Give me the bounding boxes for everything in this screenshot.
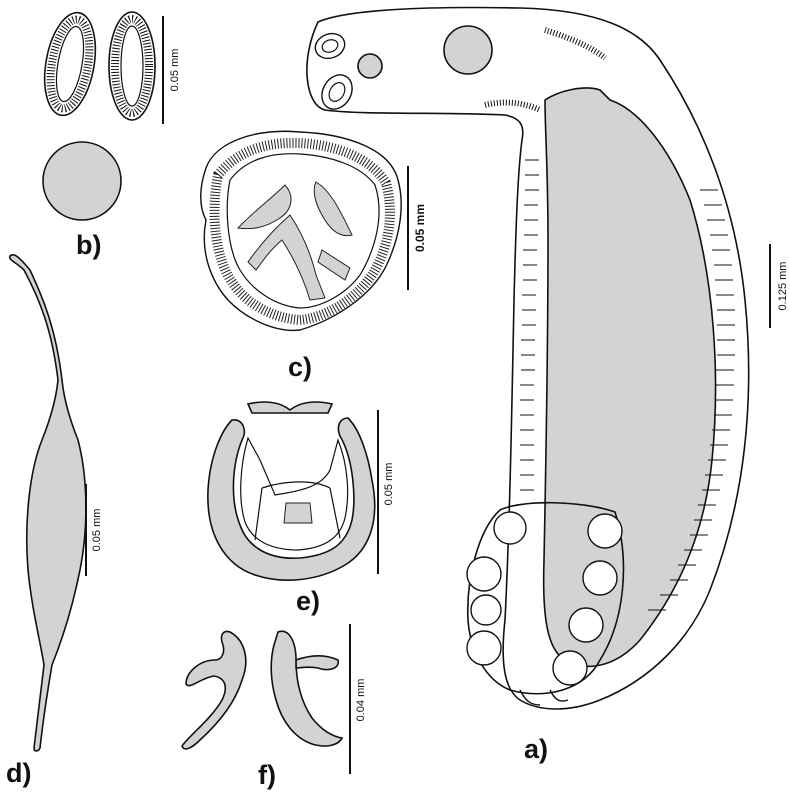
terminal-hooks xyxy=(519,689,569,706)
clamp-sclerite-left xyxy=(236,184,292,230)
hook-left xyxy=(181,630,247,750)
clamp-central-sclerites-2 xyxy=(317,249,351,281)
worm-body-outline xyxy=(306,6,750,710)
sphere-b xyxy=(42,141,122,221)
frame-inner-lines xyxy=(254,481,341,541)
panel-e-clamp-frame: 0.05 mm e) xyxy=(207,401,395,616)
clamp-hatching xyxy=(209,137,395,326)
hook-right xyxy=(270,630,344,747)
panel-a-worm: 0.125 mm a) xyxy=(306,6,789,764)
haptor-outline xyxy=(466,501,625,695)
sclerite-ring-right xyxy=(108,11,156,121)
sclerite-ring-left xyxy=(43,11,97,117)
panel-c-clamp: 0.05 mm c) xyxy=(200,130,427,382)
panel-f-hooks: 0.04 mm f) xyxy=(181,624,367,790)
panel-label-e: e) xyxy=(296,586,320,616)
scale-text-c: 0.05 mm xyxy=(413,204,427,252)
clamp-central-sclerites xyxy=(247,214,326,301)
panel-label-d: d) xyxy=(6,758,31,788)
pharynx-small xyxy=(357,53,383,79)
head-gland-band-upper xyxy=(544,27,607,61)
scale-text-f: 0.04 mm xyxy=(355,679,367,722)
panel-label-f: f) xyxy=(258,760,276,790)
panel-label-b: b) xyxy=(76,230,101,260)
frame-top-bar xyxy=(246,401,334,414)
clamp-sclerite-right xyxy=(313,181,353,237)
oral-sucker-left xyxy=(314,32,353,110)
pharynx-large xyxy=(443,25,493,75)
panel-label-a: a) xyxy=(524,734,548,764)
gut-teeth-right xyxy=(648,189,735,611)
head-gland-band-lower xyxy=(484,99,542,113)
panel-b: 0.05 mm b) xyxy=(42,11,181,260)
spindle-shape xyxy=(8,254,87,752)
frame-u-outer xyxy=(207,417,376,581)
gut-teeth-left xyxy=(520,159,539,491)
gut-region xyxy=(542,87,717,668)
panel-label-c: c) xyxy=(288,352,312,382)
scale-text-e: 0.05 mm xyxy=(383,463,395,506)
frame-u-inner xyxy=(240,436,349,551)
scale-text-b: 0.05 mm xyxy=(169,49,181,92)
scale-text-a: 0.125 mm xyxy=(777,262,789,311)
haptor-clamps xyxy=(466,511,623,686)
scale-text-d: 0.05 mm xyxy=(91,509,103,552)
panel-d-spindle: 0.05 mm d) xyxy=(6,254,103,788)
frame-center-plug xyxy=(283,502,313,524)
